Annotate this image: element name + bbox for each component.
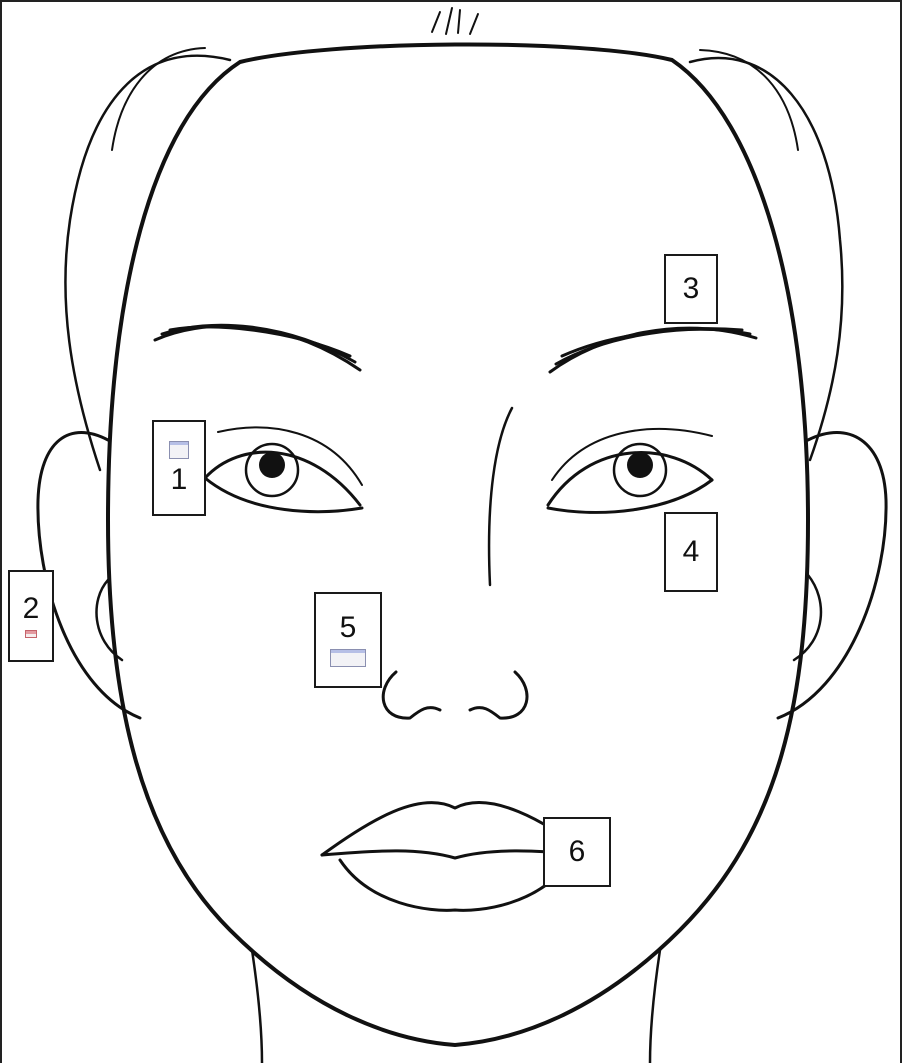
label-box-3: 3 [664, 254, 718, 324]
left-eyebrow [155, 325, 360, 370]
left-pupil [259, 452, 285, 478]
label-box-6: 6 [543, 817, 611, 887]
label-number: 2 [23, 594, 40, 624]
label-box-1: 1 [152, 420, 206, 516]
small-thumbnail-icon [169, 441, 189, 459]
label-number: 1 [171, 465, 188, 495]
label-box-4: 4 [664, 512, 718, 592]
nose-bridge [489, 408, 512, 585]
label-box-2: 2 [8, 570, 54, 662]
neck-left [252, 950, 262, 1063]
label-box-5: 5 [314, 592, 382, 688]
right-eyebrow [550, 328, 756, 372]
label-number: 5 [340, 613, 357, 643]
lower-lip [340, 860, 570, 910]
hair-left-strand-inner [112, 48, 205, 150]
label-number: 3 [683, 274, 700, 304]
neck-right [650, 950, 660, 1063]
right-ear [778, 433, 886, 719]
small-thumbnail-icon [330, 649, 366, 667]
hair-left-strand [65, 56, 230, 470]
hair-tuft [432, 8, 478, 34]
nose-left-wing [383, 672, 440, 718]
right-pupil [627, 452, 653, 478]
nose-right-wing [470, 672, 527, 718]
label-number: 6 [569, 837, 586, 867]
small-thumbnail-icon [25, 630, 37, 638]
label-number: 4 [683, 537, 700, 567]
